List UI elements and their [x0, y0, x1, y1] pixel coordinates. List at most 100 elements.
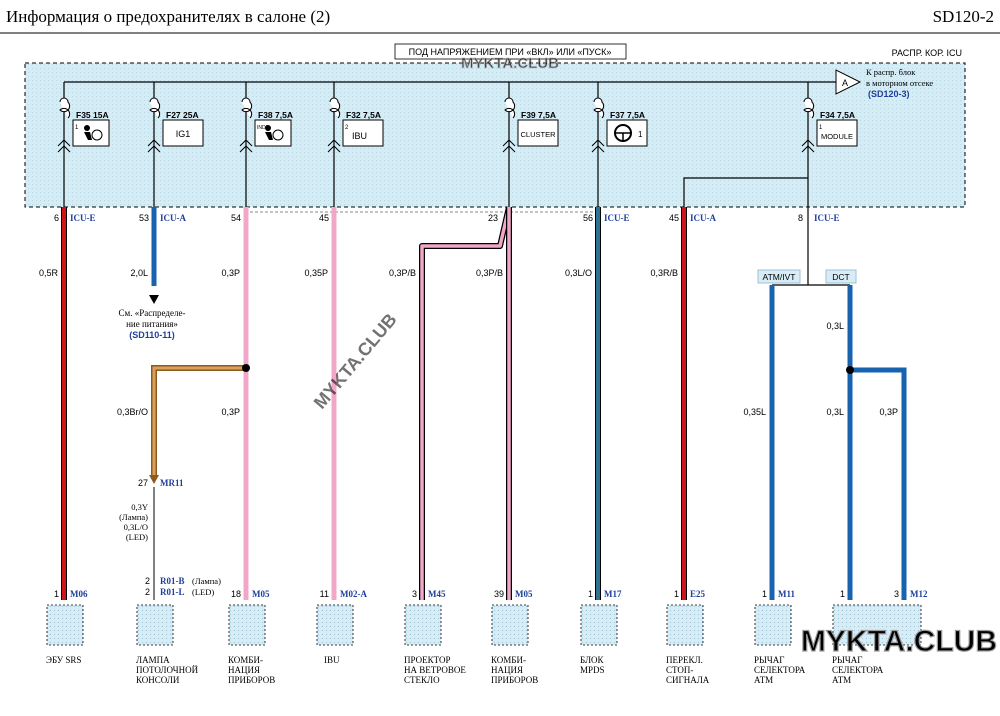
component-console-lamp: [136, 604, 174, 646]
fuse-symbol: [149, 97, 161, 119]
component-name: РЫЧАГ: [832, 655, 862, 665]
wires: [61, 206, 907, 600]
wire-label: 0,3P: [221, 268, 240, 278]
variant-tags: ATM/IVT DCT: [757, 269, 857, 284]
component-ibu: [316, 604, 354, 646]
wire-label: 0,35P: [304, 268, 328, 278]
pin-number: 18: [231, 589, 241, 599]
terminal-pin: 53: [139, 213, 149, 223]
component-name: IBU: [324, 655, 340, 665]
watermark-diagonal: MYKTA.CLUB: [310, 310, 401, 413]
component-name: РЫЧАГ: [754, 655, 784, 665]
fuse-symbol: [593, 97, 605, 119]
component-cluster: [228, 604, 266, 646]
ref-line: ние питания»: [126, 319, 178, 329]
connector-sub: (LED): [192, 587, 214, 597]
icu-fuse-box: ПОД НАПРЯЖЕНИЕМ ПРИ «ВКЛ» ИЛИ «ПУСК» РАС…: [24, 43, 966, 208]
pin-number: 1: [762, 589, 767, 599]
pin-number: 2: [145, 587, 150, 597]
terminal-conn: ICU-A: [160, 213, 186, 223]
connector-a-tag: A: [842, 78, 848, 88]
r01-connector: 2 2 R01-B (Лампа) R01-L (LED): [145, 576, 221, 597]
splice-dot: [846, 366, 854, 374]
component-name: ПРИБОРОВ: [491, 675, 538, 685]
fuse-label: CLUSTER: [520, 130, 556, 139]
pin-number: 27: [138, 478, 148, 488]
arrow-down-icon: [149, 295, 159, 304]
wire-labels: 0,5R 2,0L 0,3P 0,35P 0,3P/B 0,3P/B 0,3L/…: [39, 268, 898, 417]
component-name: ПРИБОРОВ: [228, 675, 275, 685]
fuse-rating: F32 7,5A: [346, 110, 381, 120]
mr11-connector: 27 MR11 0,3Y (Лампа) 0,3L/O (LED): [119, 478, 184, 542]
terminal-pin: 56: [583, 213, 593, 223]
wire-label: 0,3L: [826, 321, 844, 331]
connector-sub: (Лампа): [192, 576, 221, 586]
component-name: ПРОЕКТОР: [404, 655, 451, 665]
wire-label: 0,3P: [221, 407, 240, 417]
ref-text-2: в моторном отсеке: [866, 78, 933, 88]
connector-code: M05: [515, 589, 533, 599]
component-name: ПЕРЕКЛ.: [666, 655, 703, 665]
wire-brown: [151, 365, 246, 475]
fuse-rating: F37 7,5A: [610, 110, 645, 120]
fuse-label: MODULE: [821, 132, 853, 141]
fuse-rating: F38 7,5A: [258, 110, 293, 120]
fuse-pin: INDI: [257, 125, 267, 131]
component-name: АТМ: [754, 675, 773, 685]
component-name: СЕЛЕКТОРА: [832, 665, 884, 675]
arrow-down-icon: [149, 475, 159, 484]
component-name: КОМБИ-: [491, 655, 526, 665]
pin-number: 1: [588, 589, 593, 599]
connector-a-triangle: [835, 69, 862, 95]
component-srs-ecu: [46, 604, 84, 646]
terminal-pin: 23: [488, 213, 498, 223]
wire-label: 0,3P/B: [389, 268, 416, 278]
terminal-conn: ICU-E: [604, 213, 630, 223]
connector-code: M17: [604, 589, 622, 599]
page-title: Информация о предохранителях в салоне (2…: [6, 7, 330, 26]
wire-label: (LED): [126, 532, 148, 542]
fuse-box-name: РАСПР. КОР. ICU: [892, 48, 962, 58]
pin-number: 1: [674, 589, 679, 599]
terminal-pin: 54: [231, 213, 241, 223]
connector-code: M02-A: [340, 589, 367, 599]
component-name: СТОП-: [666, 665, 693, 675]
component-hud: [404, 604, 442, 646]
connector-code: M05: [252, 589, 270, 599]
page-code: SD120-2: [933, 7, 994, 26]
component-name: БЛОК: [580, 655, 605, 665]
terminal-pin: 45: [319, 213, 329, 223]
component-name: НАЦИЯ: [491, 665, 523, 675]
fuse-symbol: [329, 97, 341, 119]
component-pins: 1 M06 18 M05 11 M02-A 3 M45 39 M05 1 M17…: [54, 589, 928, 599]
watermark-main: MYKTA.CLUB: [801, 625, 997, 658]
wire-label: 0,3L/O: [124, 522, 148, 532]
terminal-conn: ICU-E: [814, 213, 840, 223]
pin-number: 39: [494, 589, 504, 599]
wire-label: 0,3L/O: [565, 268, 592, 278]
fuse-rating: F35 15A: [76, 110, 109, 120]
component-name: MPDS: [580, 665, 605, 675]
wire-label: 0,3R/B: [650, 268, 678, 278]
watermark-top: MYKTA.CLUB: [461, 55, 559, 72]
connector-code: MR11: [160, 478, 184, 488]
fuse-rating: F39 7,5A: [521, 110, 556, 120]
variant-atm: ATM/IVT: [763, 272, 796, 282]
fuse-symbol: [803, 97, 815, 119]
component-atm-selector-dct: [832, 604, 922, 646]
wire-label: 0,3P/B: [476, 268, 503, 278]
variant-dct: DCT: [832, 272, 849, 282]
terminal-conn: ICU-A: [690, 213, 716, 223]
splice-dot: [242, 364, 250, 372]
component-atm-selector: [754, 604, 792, 646]
component-boxes: [46, 604, 922, 646]
power-condition-label: ПОД НАПРЯЖЕНИЕМ ПРИ «ВКЛ» ИЛИ «ПУСК»: [409, 47, 612, 57]
wire-label: 0,3Br/O: [117, 407, 148, 417]
fuse-pin: 2: [345, 125, 349, 131]
ref-code: (SD120-3): [868, 89, 910, 99]
fuse-symbol: [504, 97, 516, 119]
ref-text-1: К распр. блок: [866, 67, 916, 77]
connector-code: R01-B: [160, 576, 185, 586]
fuse-rating: F34 7,5A: [820, 110, 855, 120]
